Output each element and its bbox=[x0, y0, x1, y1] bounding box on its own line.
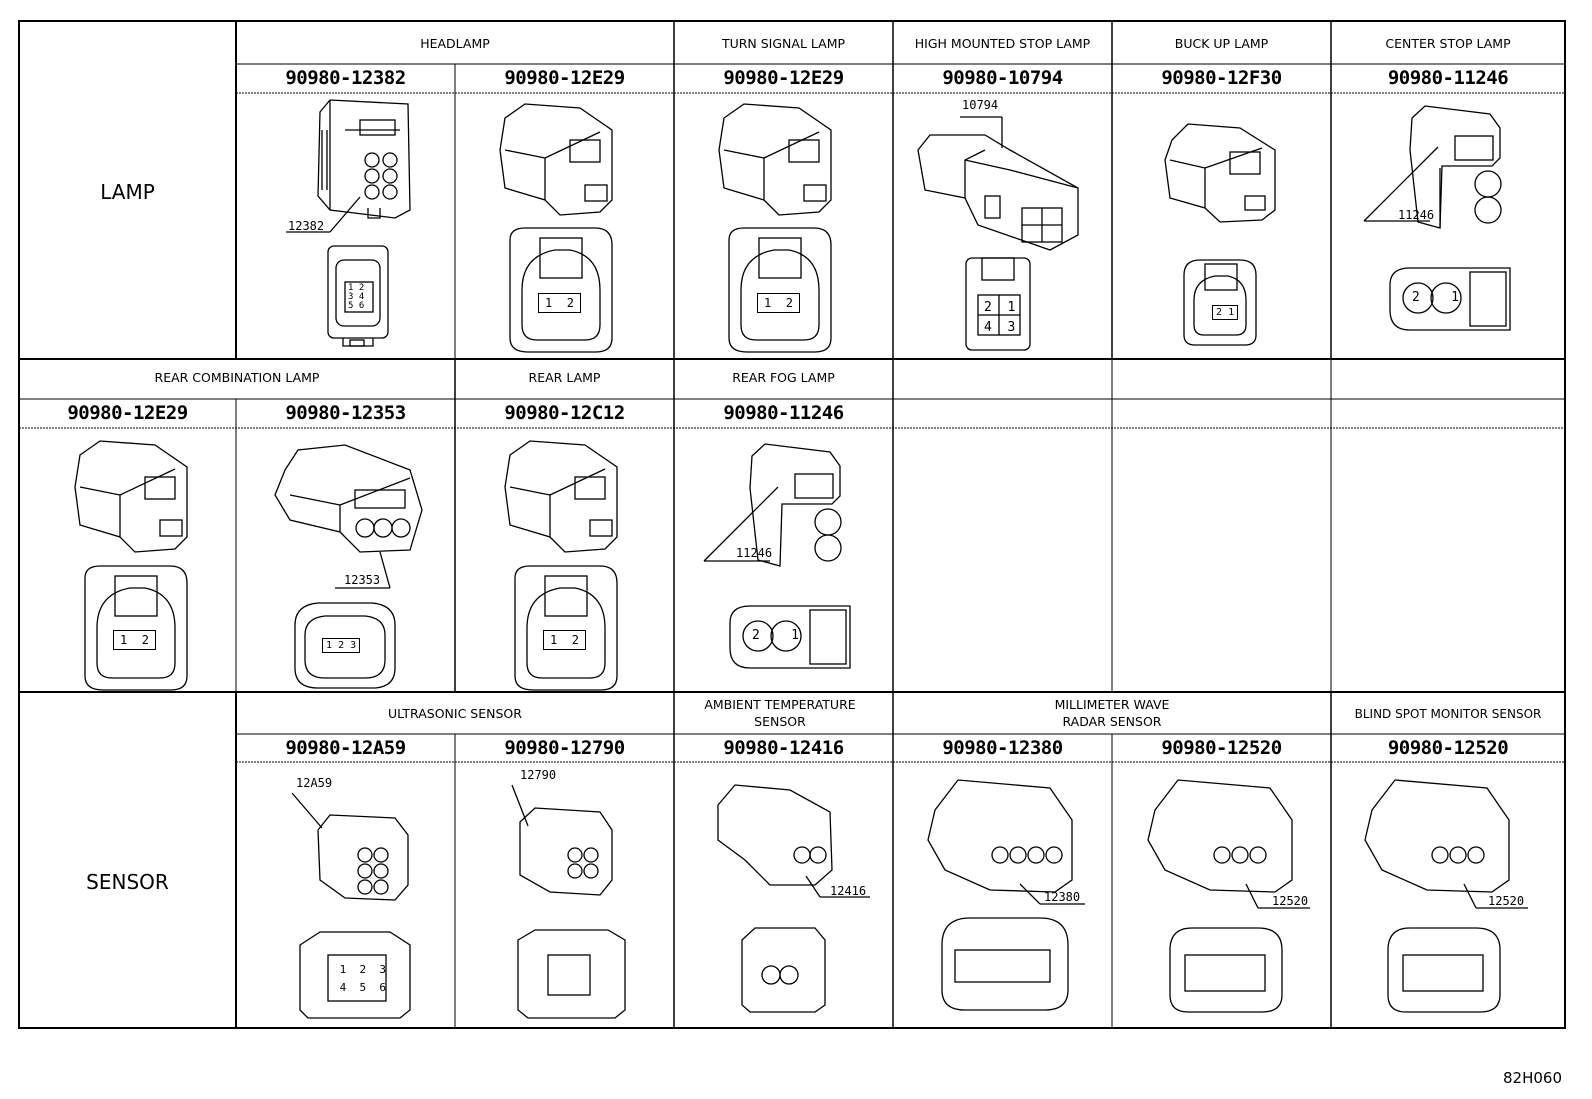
callout-12a59: 12A59 bbox=[296, 776, 333, 790]
part-number: 90980-12A59 bbox=[285, 737, 406, 759]
group-rear-lamp: REAR LAMP bbox=[528, 370, 601, 385]
connector-12e29-c-face-drawing bbox=[84, 565, 188, 691]
pin-row-12c12: 1 2 bbox=[543, 630, 586, 650]
group-ultrasonic-sensor: ULTRASONIC SENSOR bbox=[388, 706, 522, 721]
part-number: 90980-10794 bbox=[942, 67, 1063, 89]
connector-12a59-face-drawing bbox=[299, 931, 411, 1019]
callout-11246-a: 11246 bbox=[1398, 208, 1435, 222]
connector-12a59-iso-drawing bbox=[317, 814, 409, 901]
connector-12c12-iso-drawing bbox=[504, 440, 618, 553]
connector-12380-face-drawing bbox=[941, 917, 1069, 1011]
connector-11246-b-iso-drawing bbox=[749, 443, 842, 567]
callout-12520-a: 12520 bbox=[1272, 894, 1309, 908]
connector-12e29-b-iso-drawing bbox=[718, 103, 832, 216]
category-sensor: SENSOR bbox=[86, 870, 169, 894]
pin-row-12e29-a: 1 2 bbox=[538, 293, 581, 313]
connector-11246-a-face-drawing bbox=[1389, 267, 1511, 331]
connector-12380-iso-drawing bbox=[927, 779, 1073, 893]
connector-12353-face-drawing bbox=[294, 602, 396, 689]
group-blind-spot-monitor-sensor: BLIND SPOT MONITOR SENSOR bbox=[1354, 707, 1542, 721]
pin-grid-12382: 1 2 3 4 5 6 bbox=[348, 283, 365, 311]
group-turn-signal-lamp: TURN SIGNAL LAMP bbox=[721, 36, 846, 51]
pin-row-12f30: 2 1 bbox=[1212, 305, 1239, 320]
callout-12416: 12416 bbox=[830, 884, 867, 898]
callout-12353: 12353 bbox=[344, 573, 381, 587]
group-high-mounted-stop-lamp: HIGH MOUNTED STOP LAMP bbox=[914, 36, 1091, 51]
pin-row-12e29-c: 1 2 bbox=[113, 630, 156, 650]
connector-10794-iso-drawing bbox=[917, 134, 1079, 251]
group-rear-fog-lamp: REAR FOG LAMP bbox=[732, 370, 835, 385]
group-back-up-lamp: BUCK UP LAMP bbox=[1174, 36, 1269, 51]
connector-12f30-iso-drawing bbox=[1164, 123, 1276, 223]
part-number: 90980-12382 bbox=[285, 67, 406, 89]
part-number: 90980-12F30 bbox=[1161, 67, 1282, 89]
callout-12520-b: 12520 bbox=[1488, 894, 1525, 908]
part-number: 90980-12520 bbox=[1387, 737, 1509, 759]
part-number: 90980-12E29 bbox=[723, 67, 844, 89]
connector-12382-iso-drawing bbox=[317, 99, 411, 219]
part-number: 90980-12520 bbox=[1161, 737, 1282, 759]
callout-12382: 12382 bbox=[288, 219, 325, 233]
part-number: 90980-11246 bbox=[1387, 67, 1509, 89]
connector-12f30-face-drawing bbox=[1183, 259, 1257, 346]
connector-12520-a-iso-drawing bbox=[1147, 779, 1293, 893]
part-number: 90980-12353 bbox=[285, 402, 406, 424]
category-lamp: LAMP bbox=[100, 180, 155, 204]
connector-12416-iso-drawing bbox=[717, 784, 833, 886]
group-headlamp: HEADLAMP bbox=[420, 36, 490, 51]
pin-grid-12a59: 1 2 3 4 5 6 bbox=[339, 963, 386, 994]
callout-12790: 12790 bbox=[520, 768, 557, 782]
pin-grid-10794: 2 1 4 3 bbox=[984, 300, 1016, 335]
pin-row-12e29-b: 1 2 bbox=[757, 293, 800, 313]
pin-row-12353: 1 2 3 bbox=[322, 638, 361, 653]
connector-12416-face-drawing bbox=[741, 927, 826, 1013]
connector-12790-face-drawing bbox=[517, 929, 626, 1019]
connector-12520-b-face-drawing bbox=[1387, 927, 1501, 1013]
connector-11246-b-face-drawing bbox=[729, 605, 851, 669]
part-number: 90980-12C12 bbox=[504, 402, 625, 424]
connector-12c12-face-drawing bbox=[514, 565, 618, 691]
connector-12520-a-face-drawing bbox=[1169, 927, 1283, 1013]
figure-code: 82H060 bbox=[1503, 1069, 1562, 1087]
part-number: 90980-12E29 bbox=[504, 67, 625, 89]
callout-11246-b: 11246 bbox=[736, 546, 773, 560]
group-center-stop-lamp: CENTER STOP LAMP bbox=[1385, 36, 1511, 51]
group-millimeter-wave-radar-sensor: MILLIMETER WAVE RADAR SENSOR bbox=[1054, 697, 1170, 729]
connector-12382-face-drawing bbox=[327, 245, 389, 347]
connector-12353-iso-drawing bbox=[274, 444, 423, 553]
connector-12520-b-iso-drawing bbox=[1364, 779, 1510, 893]
group-ambient-temperature-sensor: AMBIENT TEMPERATURE SENSOR bbox=[704, 697, 856, 729]
part-number: 90980-11246 bbox=[723, 402, 844, 424]
connector-12e29-c-iso-drawing bbox=[74, 440, 188, 553]
part-number: 90980-12380 bbox=[942, 737, 1063, 759]
part-number: 90980-12416 bbox=[723, 737, 844, 759]
connector-12790-iso-drawing bbox=[519, 807, 613, 896]
pin-row-11246-a: 2 1 bbox=[1412, 290, 1459, 305]
callout-10794: 10794 bbox=[962, 98, 999, 112]
connector-10794-face-drawing bbox=[965, 257, 1031, 351]
pin-row-11246-b: 2 1 bbox=[752, 628, 799, 643]
connector-12e29-a-face-drawing bbox=[509, 227, 613, 353]
group-rear-combination-lamp: REAR COMBINATION LAMP bbox=[154, 370, 320, 385]
connector-12e29-b-face-drawing bbox=[728, 227, 832, 353]
part-number: 90980-12790 bbox=[504, 737, 625, 759]
part-number: 90980-12E29 bbox=[67, 402, 188, 424]
connector-11246-a-iso-drawing bbox=[1409, 105, 1502, 229]
connector-12e29-a-iso-drawing bbox=[499, 103, 613, 216]
callout-12380: 12380 bbox=[1044, 890, 1081, 904]
